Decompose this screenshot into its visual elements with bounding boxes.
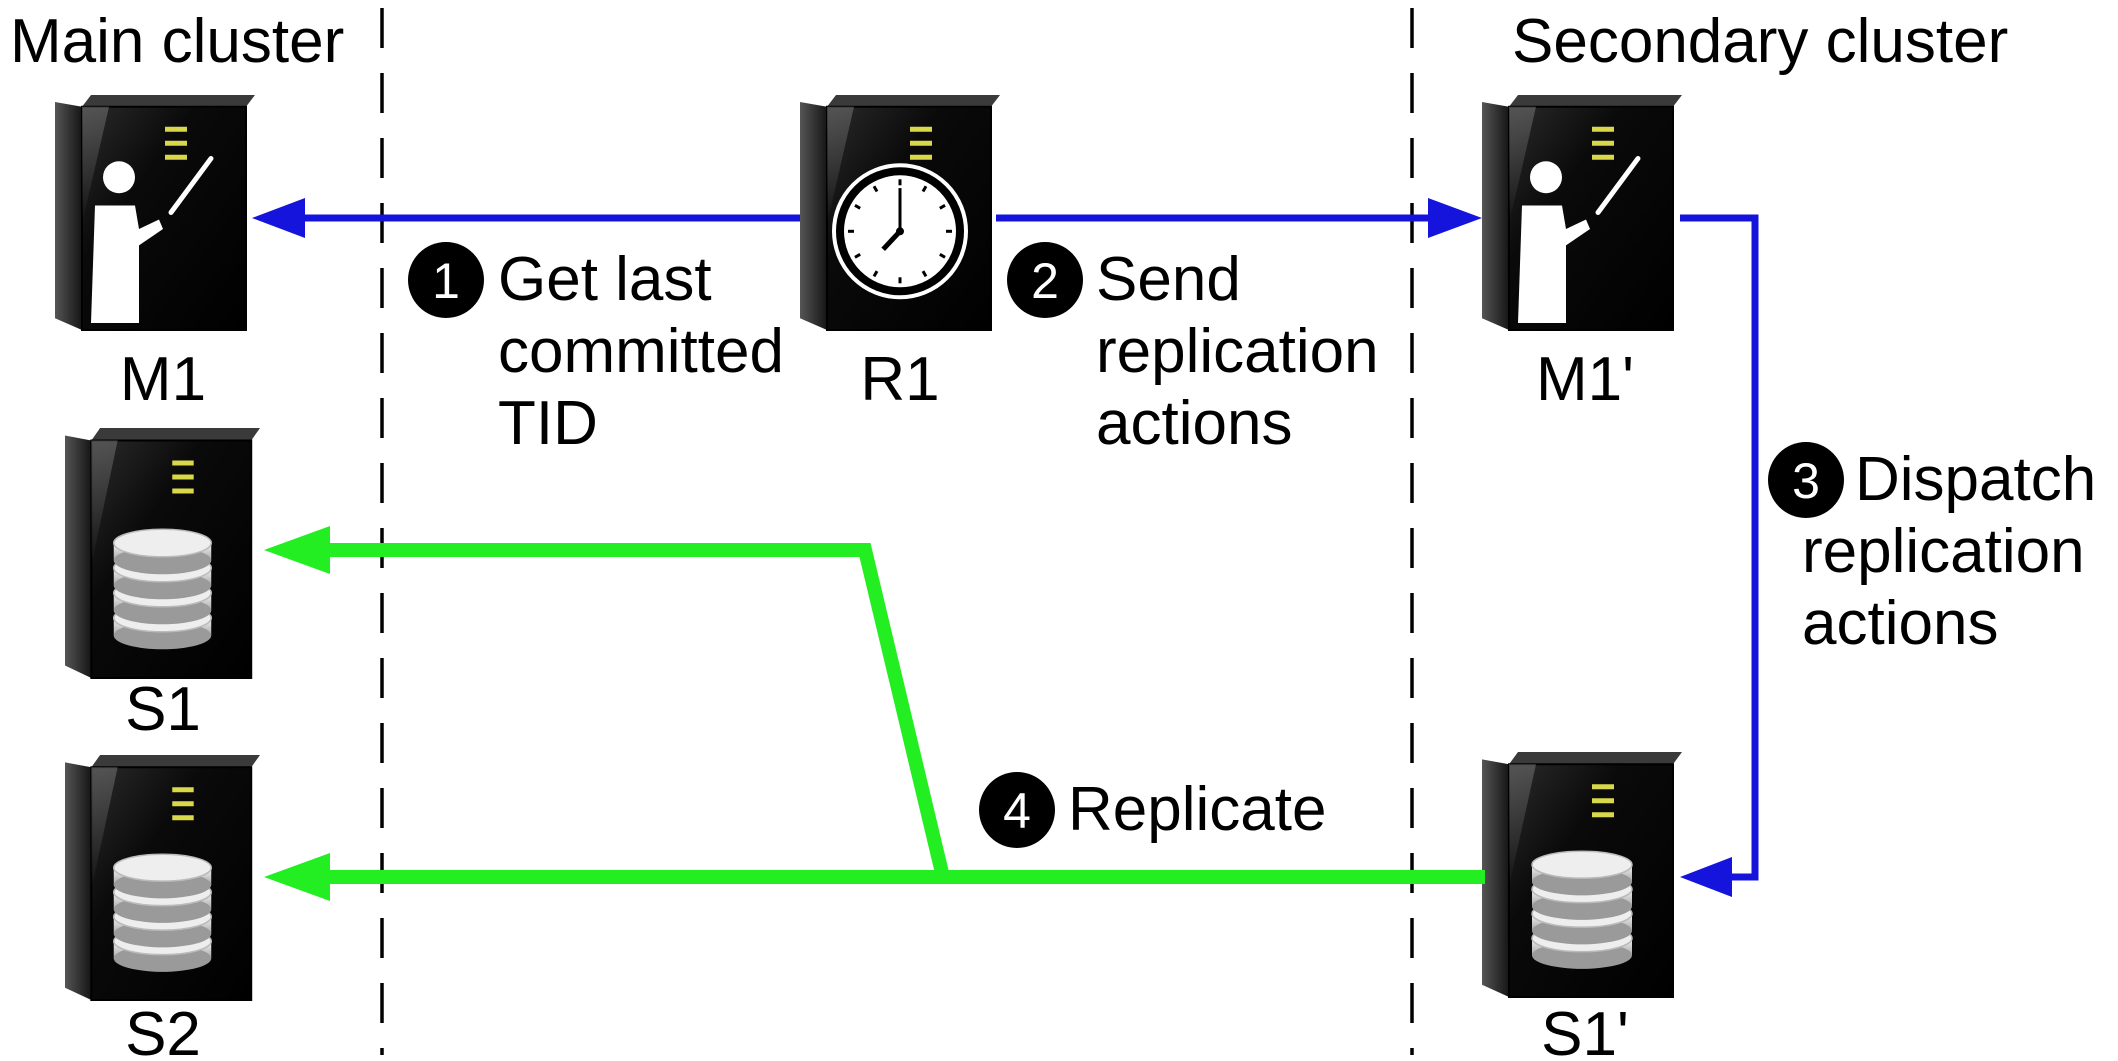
server-m1p xyxy=(1482,95,1682,331)
clock-server-icon xyxy=(832,163,968,300)
secondary-cluster-title: Secondary cluster xyxy=(1512,7,2008,76)
teacher-server-icon xyxy=(1518,155,1641,323)
arrowhead-m1p xyxy=(1428,198,1482,238)
step-4-badge: 4 xyxy=(979,772,1055,848)
node-label-s1: S1 xyxy=(125,675,201,744)
arrowhead-s2 xyxy=(264,853,330,901)
step-2-number: 2 xyxy=(1031,253,1059,309)
green-arrows xyxy=(264,526,1485,901)
node-label-m1p: M1' xyxy=(1536,345,1634,414)
database-server-icon xyxy=(113,528,212,650)
node-label-s2: S2 xyxy=(125,1000,201,1061)
step-4-number: 4 xyxy=(1003,783,1031,839)
step-3-label: Dispatch replication actions xyxy=(1802,445,2113,658)
blue-arrows xyxy=(252,198,1759,897)
server-s1p xyxy=(1482,752,1682,998)
database-server-icon xyxy=(1531,850,1633,969)
arrowhead-m1 xyxy=(252,198,305,238)
step-2-label: Send replication actions xyxy=(1096,245,1396,458)
step-4-label: Replicate xyxy=(1068,775,1326,844)
step-3-badge: 3 xyxy=(1768,442,1844,518)
teacher-server-icon xyxy=(91,155,214,323)
database-server-icon xyxy=(113,853,212,972)
step-3-number: 3 xyxy=(1792,453,1820,509)
server-m1 xyxy=(55,95,255,331)
servers xyxy=(55,95,1682,1001)
node-label-s1p: S1' xyxy=(1541,1000,1629,1061)
step-1-badge: 1 xyxy=(408,242,484,318)
step-1-number: 1 xyxy=(432,253,460,309)
arrowhead-s1 xyxy=(264,526,330,574)
server-s1 xyxy=(65,428,260,679)
node-label-r1: R1 xyxy=(860,345,939,414)
arrowhead-s1p xyxy=(1680,857,1732,897)
step-1-label: Get last committed TID xyxy=(498,245,801,458)
node-label-m1: M1 xyxy=(120,345,206,414)
server-r1 xyxy=(800,95,1000,331)
arrow-s1p-to-s1 xyxy=(328,543,950,879)
step-2-badge: 2 xyxy=(1007,242,1083,318)
server-s2 xyxy=(65,755,260,1001)
main-cluster-title: Main cluster xyxy=(10,7,344,76)
arrow-m1p-to-s1p xyxy=(1680,214,1759,881)
